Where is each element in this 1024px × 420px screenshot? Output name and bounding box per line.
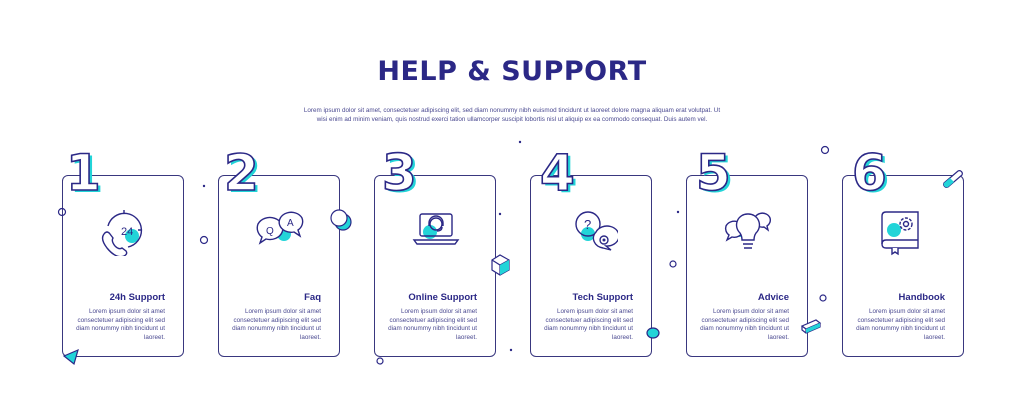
svg-text:24: 24: [121, 226, 133, 238]
question-gear-icon: ?: [575, 211, 618, 251]
step-title: Tech Support: [572, 292, 633, 303]
svg-text:A: A: [287, 218, 294, 229]
step-number-2: 2: [223, 143, 259, 203]
step-title: Handbook: [898, 292, 945, 303]
step-description: Lorem ipsum dolor sit amet consectetuer …: [856, 308, 945, 341]
svg-text:Q: Q: [266, 226, 274, 237]
step-description: Lorem ipsum dolor sit amet consectetuer …: [76, 308, 165, 341]
step-number-3: 3: [381, 143, 417, 203]
step-title: 24h Support: [109, 292, 165, 303]
step-number-6: 6: [851, 143, 887, 203]
step-description: Lorem ipsum dolor sit amet consectetuer …: [388, 308, 477, 341]
step-number-4: 4: [539, 143, 575, 203]
step-number-1: 1: [65, 143, 101, 203]
step-description: Lorem ipsum dolor sit amet consectetuer …: [544, 308, 633, 341]
step-description: Lorem ipsum dolor sit amet consectetuer …: [700, 308, 789, 341]
step-card-4: ? Tech Support Lorem ipsum dolor sit ame…: [530, 175, 652, 357]
page-subtitle: Lorem ipsum dolor sit amet, consectetuer…: [303, 107, 721, 123]
handbook-gear-icon: [881, 211, 919, 256]
step-title: Online Support: [408, 292, 477, 303]
lightbulb-bubbles-icon: [724, 212, 772, 249]
qa-bubbles-icon: Q A: [256, 211, 304, 245]
circle-dot-icon: [376, 357, 384, 365]
circle-dot-icon: [819, 294, 827, 302]
circle-dot-icon: [669, 260, 677, 268]
phone-24h-icon: 24: [101, 210, 143, 256]
step-number-5: 5: [695, 143, 731, 203]
laptop-headset-icon: [412, 213, 460, 245]
step-description: Lorem ipsum dolor sit amet consectetuer …: [232, 308, 321, 341]
step-card-5: Advice Lorem ipsum dolor sit amet consec…: [686, 175, 808, 357]
step-title: Advice: [757, 292, 789, 303]
step-card-2: Q A Faq Lorem ipsum dolor sit amet conse…: [218, 175, 340, 357]
step-card-6: Handbook Lorem ipsum dolor sit amet cons…: [842, 175, 964, 357]
step-card-3: Online Support Lorem ipsum dolor sit ame…: [374, 175, 496, 357]
circle-dot-icon: [820, 145, 830, 155]
circle-dot-icon: [199, 235, 209, 245]
svg-text:?: ?: [584, 217, 591, 232]
step-card-1: 24 24h Support Lorem ipsum dolor sit ame…: [62, 175, 184, 357]
step-title: Faq: [304, 292, 321, 303]
page-title: HELP & SUPPORT: [377, 56, 647, 87]
